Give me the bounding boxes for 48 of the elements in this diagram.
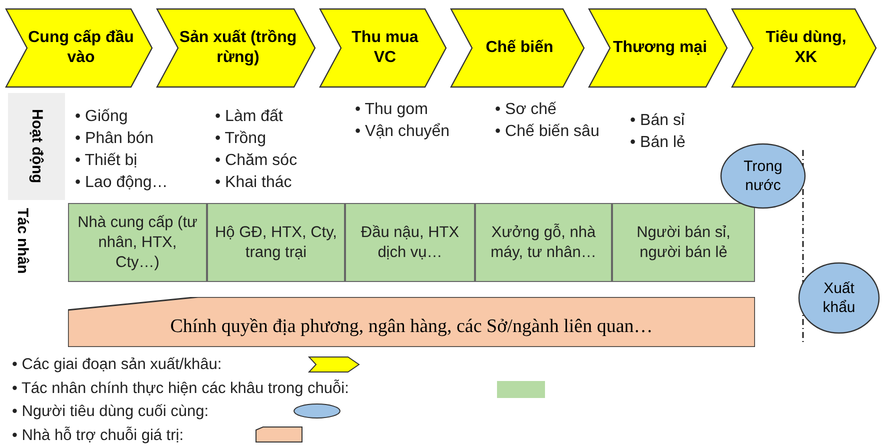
bullet-item: • Bán lẻ (630, 133, 686, 153)
process-step (731, 8, 877, 88)
bullet-item: • Bán sỉ (630, 111, 686, 131)
bullet-item: • Lao động… (75, 173, 169, 193)
bullet-item: • Chế biến sâu (495, 122, 600, 142)
node-text: Thu mua VC (350, 28, 420, 68)
actor-box (207, 203, 345, 282)
node-text: Nhà cung cấp (tư nhân, HTX, Cty…) (76, 212, 198, 272)
support-box (68, 297, 755, 347)
bullet-item: • Thiết bị (75, 151, 138, 171)
process-step (319, 8, 447, 88)
legend-text: • Người tiêu dùng cuối cùng: (12, 403, 209, 420)
actor-box (68, 203, 207, 282)
node-text: Hoạt động (28, 109, 46, 184)
actor-box (475, 203, 612, 282)
bullet-item: • Trồng (215, 129, 267, 149)
process-step (5, 8, 153, 88)
consumer-ellipse (798, 262, 880, 334)
bullet-item: • Khai thác (215, 173, 293, 193)
node-text: Đầu nậu, HTX dịch vụ… (360, 222, 460, 262)
row-header: Tác nhân (13, 208, 32, 276)
bullet-item: • Làm đất (215, 107, 284, 127)
node-text: Xưởng gỗ, nhà máy, tư nhân… (490, 222, 598, 262)
actor-box (345, 203, 475, 282)
process-step (588, 8, 728, 88)
bullet-item: • Giống (75, 107, 129, 127)
node-text: Chế biến (484, 38, 554, 58)
node-text: Xuất khẩu (822, 279, 856, 317)
node-text: Thương mại (612, 38, 708, 58)
consumer-ellipse (720, 143, 806, 209)
legend-text: • Các giai đoạn sản xuất/khâu: (12, 356, 222, 373)
node-text: Sản xuất (trồng rừng) (178, 28, 298, 68)
bullet-item: • Chăm sóc (215, 151, 298, 171)
node-text: Chính quyền địa phương, ngân hàng, các Sở/ngành liên quan… (170, 315, 653, 338)
node-text: Trong nước (742, 157, 784, 195)
node-text: Cung cấp đầu vào (27, 28, 135, 68)
bullet-item: • Thu gom (355, 100, 429, 120)
bullet-item: • Vận chuyển (355, 122, 451, 142)
bullet-item: • Sơ chế (495, 100, 558, 120)
legend-text: • Nhà hỗ trợ chuỗi giá trị: (12, 426, 184, 444)
node-text: Tiêu dùng, XK (764, 28, 848, 68)
node-text: Hộ GĐ, HTX, Cty, trang trại (214, 222, 338, 262)
process-step (156, 8, 316, 88)
process-step (450, 8, 585, 88)
bullet-item: • Phân bón (75, 129, 155, 149)
actor-box (612, 203, 755, 282)
legend-text: • Tác nhân chính thực hiện các khâu trong chuỗi: (12, 380, 349, 396)
node-text: Người bán sỉ, người bán lẻ (636, 222, 732, 262)
